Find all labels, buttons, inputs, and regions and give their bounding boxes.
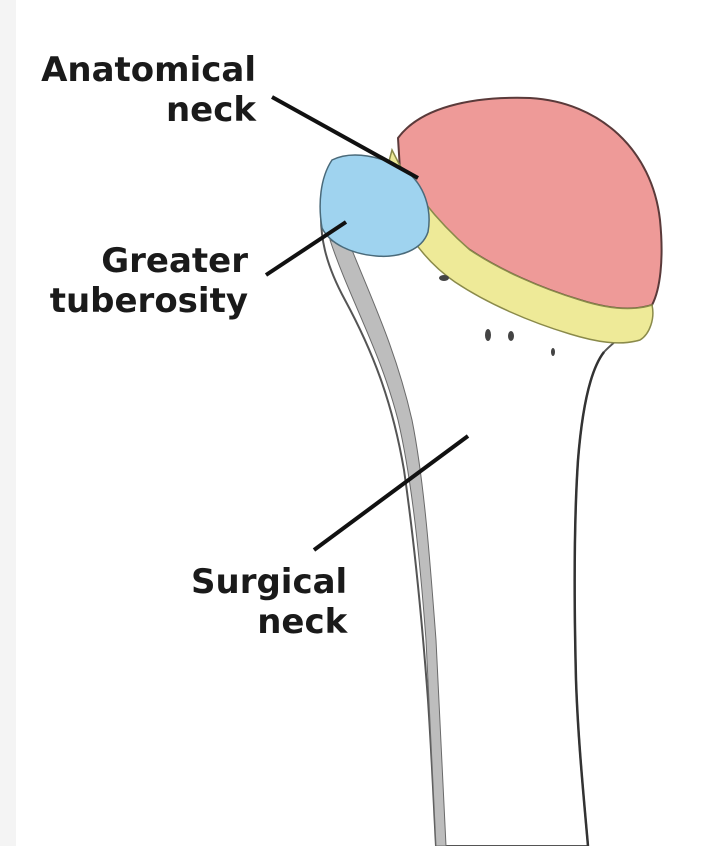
surgical-neck-label: Surgical neck	[191, 562, 347, 642]
greater-tuberosity-label: Greater tuberosity	[50, 241, 248, 321]
greater-tuberosity-label-line1: Greater	[101, 241, 248, 281]
shaft-right-edge	[573, 351, 605, 846]
surgical-neck-label-line1: Surgical	[191, 562, 348, 602]
anatomical-neck-leader	[271, 95, 419, 180]
left-panel	[0, 0, 16, 846]
anatomical-neck-band	[383, 147, 654, 344]
anatomical-neck-label-line2: neck	[165, 90, 256, 130]
greater-tuberosity-label-line2: tuberosity	[49, 281, 248, 321]
greater-tuberosity-leader	[264, 220, 348, 277]
surgical-neck-leader	[312, 434, 470, 552]
shaft-hatching	[329, 239, 447, 846]
anatomical-neck-label-line1: Anatomical	[41, 50, 256, 90]
foramina-marks	[439, 275, 555, 356]
anatomical-neck-label: Anatomical neck	[41, 50, 256, 130]
surgical-neck-label-line2: neck	[257, 602, 348, 642]
